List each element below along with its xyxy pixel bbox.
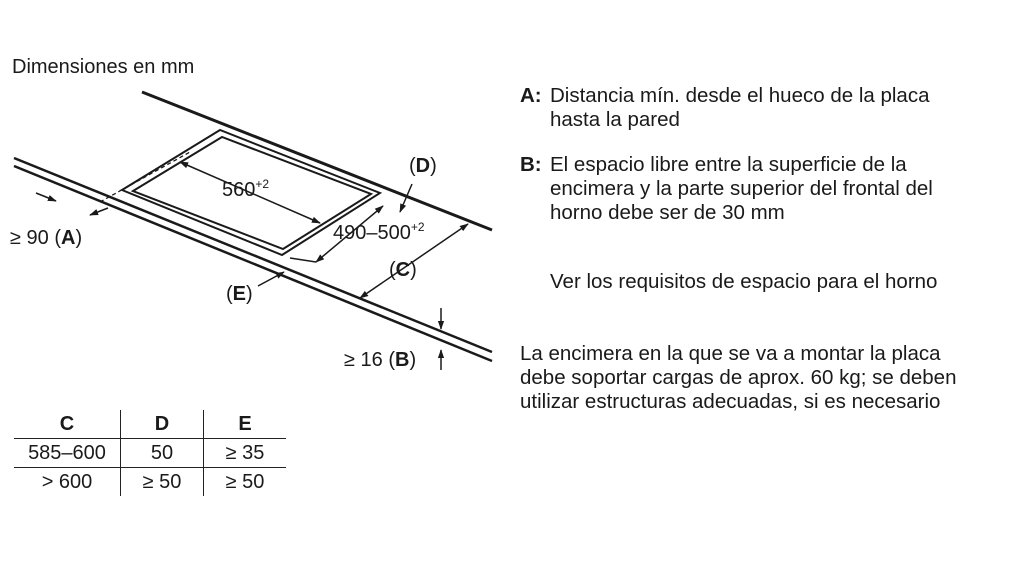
note-a: A: Distancia mín. desde el hueco de la p… [520,84,940,132]
a-dimension-arrow-right [89,207,109,216]
note-a-key: A: [520,84,542,107]
a-dimension-arrow-left [35,192,57,202]
note-oven: Ver los requisitos de espacio para el ho… [520,270,950,294]
table-header-row: C D E [14,410,286,439]
header-d: D [120,410,204,439]
header-e: E [203,410,286,439]
table-row: 585–600 50 ≥ 35 [14,438,286,468]
dimensions-table: C D E 585–600 50 ≥ 35 > 600 ≥ 50 ≥ 50 [14,410,286,496]
note-a-text: Distancia mín. desde el hueco de la plac… [550,84,930,131]
e-dimension-label: (E) [226,283,253,305]
countertop-front-edge [13,156,493,363]
c-dimension-label: (C) [389,259,417,281]
c-dimension-arrow [359,223,469,299]
d-dimension-leader [399,183,413,213]
diagram-title: Dimensiones en mm [12,56,194,78]
depth-dimension-arrow [315,205,384,263]
note-oven-text: Ver los requisitos de espacio para el ho… [550,270,938,293]
table-cell: ≥ 35 [203,438,286,468]
table-cell: 585–600 [14,438,121,468]
width-dimension-arrow [179,161,321,224]
depth-dimension-label: 490–500+2 [333,220,425,244]
note-load: La encimera en la que se va a montar la … [520,342,990,414]
note-b: B: El espacio libre entre la superficie … [520,153,970,225]
table-cell: 50 [120,438,204,468]
a-dimension-label: ≥ 90 (A) [10,227,82,249]
table-cell: > 600 [41,470,93,493]
width-dimension-label: 560+2 [222,177,269,201]
note-load-text: La encimera en la que se va a montar la … [520,342,957,413]
note-b-text: El espacio libre entre la superficie de … [550,153,933,224]
wall-edge-line [141,90,493,232]
d-dimension-label: (D) [409,155,437,177]
cutout-outer [119,128,383,257]
depth-extension-line [289,257,317,263]
table-row: > 600 ≥ 50 ≥ 50 [14,467,286,496]
note-b-key: B: [520,153,542,176]
header-c: C [14,410,121,439]
b-dimension-label: ≥ 16 (B) [344,349,416,371]
table-cell: ≥ 50 [203,467,286,496]
e-dimension-leader [257,271,285,287]
table-cell: ≥ 50 [120,467,204,496]
projection-dashed-line [99,151,191,203]
cutout-inner [130,135,374,251]
